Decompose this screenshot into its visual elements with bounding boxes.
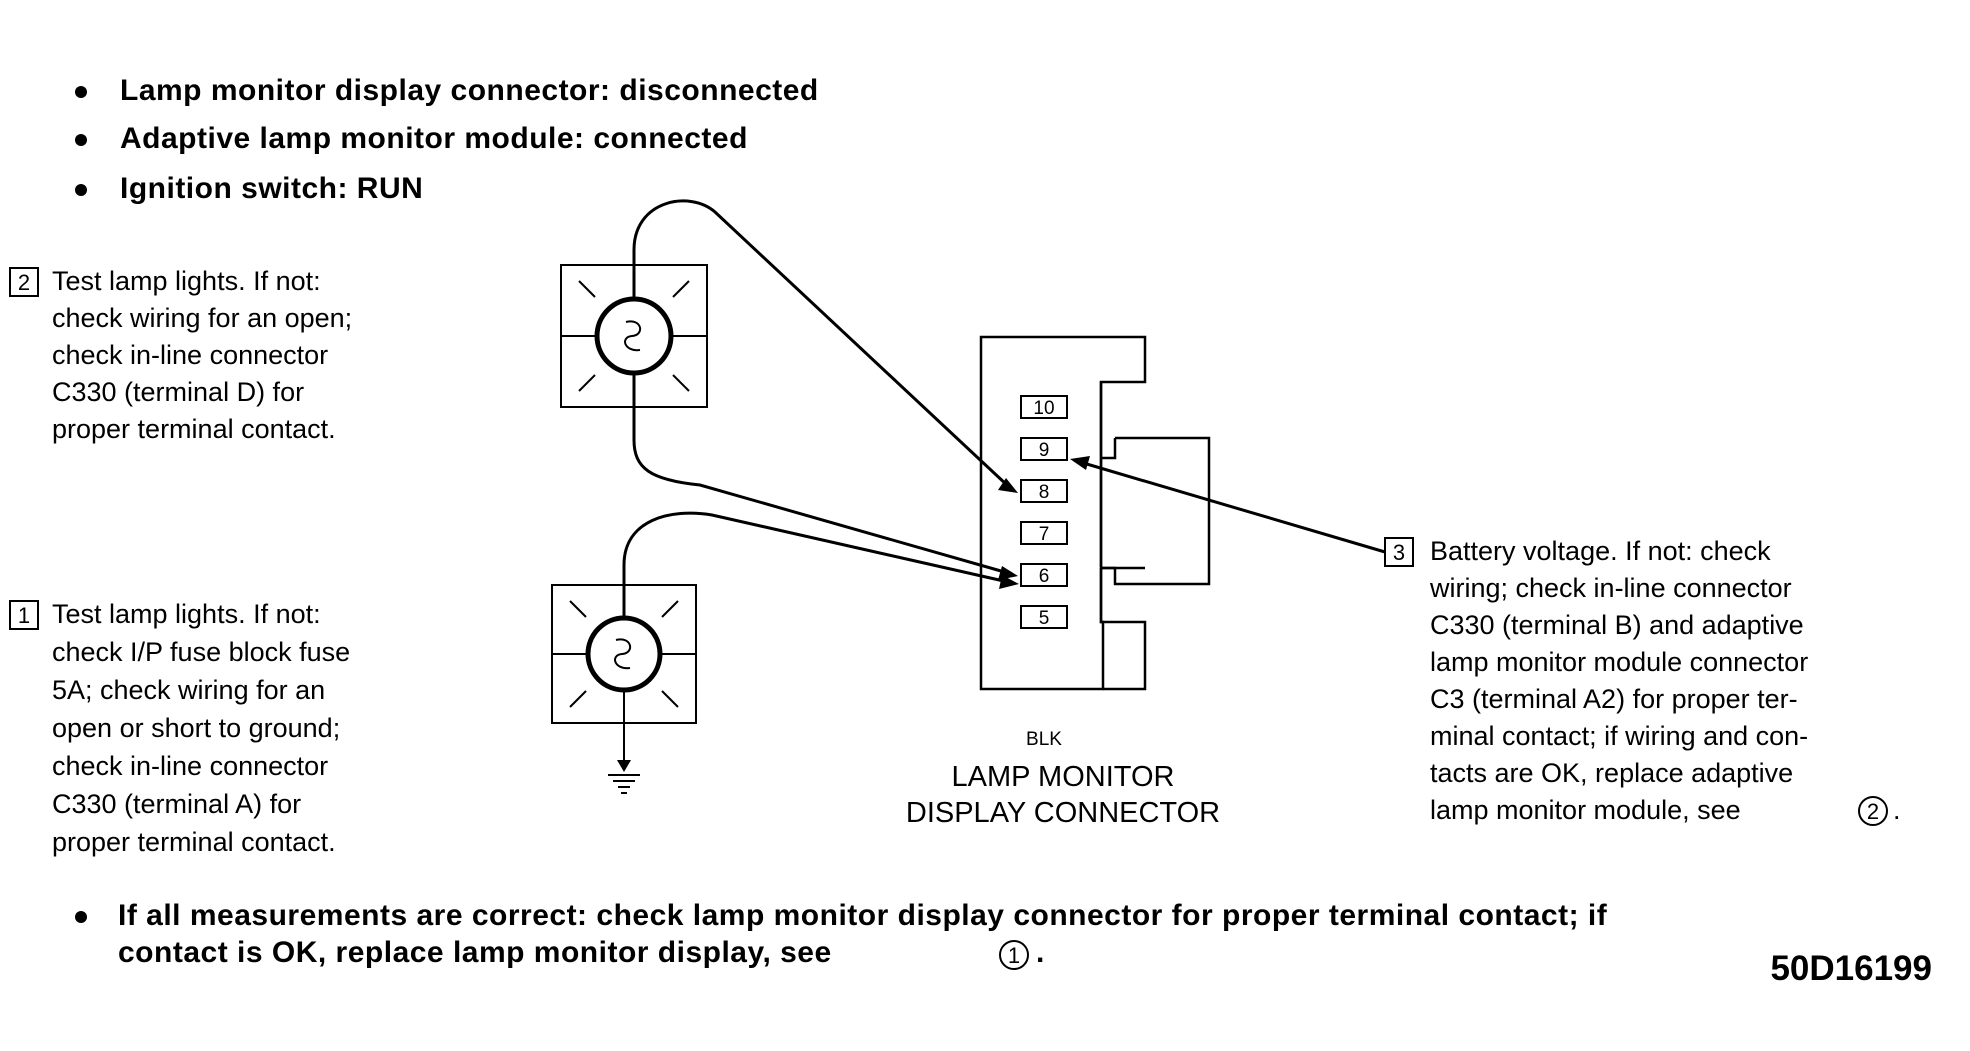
pin-label: 7 (1039, 524, 1050, 545)
step-line: proper terminal contact. (52, 414, 336, 444)
lamp-bulb-icon (594, 296, 674, 376)
step-line: C330 (terminal D) for (52, 377, 304, 407)
bullet (75, 134, 87, 146)
probe-wires (622, 199, 1386, 618)
pin-label: 8 (1039, 482, 1050, 503)
step-line: tacts are OK, replace adaptive (1430, 758, 1793, 788)
step-line: C330 (terminal B) and adaptive (1430, 610, 1804, 640)
connector-color-label: BLK (1026, 729, 1062, 750)
final-note-line-1: If all measurements are correct: check l… (118, 899, 1608, 932)
step-line: check in-line connector (52, 751, 328, 781)
step-3-note: 3 Battery voltage. If not: check wiring;… (1384, 536, 1901, 826)
reference-number: 2 (1867, 799, 1879, 824)
pin-box (1020, 395, 1068, 419)
step-number-box (9, 600, 39, 630)
bullet (75, 86, 87, 98)
pin-label: 5 (1039, 608, 1050, 629)
step-line: lamp monitor module, see (1430, 795, 1741, 825)
step-line: check I/P fuse block fuse (52, 637, 350, 667)
step-1-note: 1 Test lamp lights. If not: check I/P fu… (9, 599, 350, 857)
step-trailing-period: . (1893, 795, 1901, 825)
bullet (75, 184, 87, 196)
pin-label: 9 (1039, 440, 1050, 461)
step-number: 3 (1393, 540, 1405, 565)
step-line: 5A; check wiring for an (52, 675, 325, 705)
step-line: check wiring for an open; (52, 303, 352, 333)
figure-id: 50D16199 (1770, 949, 1932, 988)
connector-title-line-2: DISPLAY CONNECTOR (906, 797, 1220, 829)
arrowhead-icon (1070, 456, 1090, 470)
condition-1: Lamp monitor display connector: disconne… (120, 74, 819, 107)
arrowhead-icon (998, 566, 1018, 580)
lamp-monitor-display-connector (979, 335, 1211, 691)
pin-box (1020, 563, 1068, 587)
condition-2: Adaptive lamp monitor module: connected (120, 122, 748, 155)
pin-box (1020, 521, 1068, 545)
step-number: 1 (18, 603, 30, 628)
pin-box (1020, 437, 1068, 461)
connector-title-line-1: LAMP MONITOR (952, 761, 1175, 793)
step-line: C330 (terminal A) for (52, 789, 301, 819)
final-note: If all measurements are correct: check l… (75, 899, 1608, 970)
reference-circle (999, 940, 1029, 970)
step-line: check in-line connector (52, 340, 328, 370)
step-number-box (9, 267, 39, 297)
pin-box (1020, 605, 1068, 629)
pin-label: 10 (1033, 398, 1054, 419)
step-line: Test lamp lights. If not: (52, 266, 321, 296)
step-line: Test lamp lights. If not: (52, 599, 321, 629)
step-line: proper terminal contact. (52, 827, 336, 857)
pin-label: 6 (1039, 566, 1050, 587)
step-number: 2 (18, 270, 30, 295)
reference-circle (1858, 796, 1888, 826)
wire-lamp-to-pin-6-b (622, 511, 1009, 618)
wire-pin-9-to-step-3 (1079, 460, 1386, 554)
conditions-list: Lamp monitor display connector: disconne… (75, 74, 819, 205)
wire-lamp-to-pin-8 (632, 199, 1010, 488)
final-note-trailing-period: . (1036, 936, 1045, 969)
arrowhead-icon (999, 575, 1019, 589)
arrowhead-icon (998, 478, 1018, 493)
reference-number: 1 (1008, 943, 1020, 968)
step-line: lamp monitor module connector (1430, 647, 1808, 677)
step-line: C3 (terminal A2) for proper ter- (1430, 684, 1798, 714)
step-line: open or short to ground; (52, 713, 340, 743)
step-line: Battery voltage. If not: check (1430, 536, 1771, 566)
step-line: wiring; check in-line connector (1429, 573, 1792, 603)
step-2-note: 2 Test lamp lights. If not: check wiring… (9, 266, 352, 444)
connector-pins: 10 9 8 7 6 5 (1020, 395, 1068, 629)
bullet (75, 911, 87, 923)
wire-lamp-to-pin-6-a (632, 374, 1009, 575)
pin-box (1020, 479, 1068, 503)
condition-3: Ignition switch: RUN (120, 172, 423, 205)
step-line: minal contact; if wiring and con- (1430, 721, 1808, 751)
final-note-line-2: contact is OK, replace lamp monitor disp… (118, 936, 832, 969)
ground-icon (608, 690, 640, 794)
